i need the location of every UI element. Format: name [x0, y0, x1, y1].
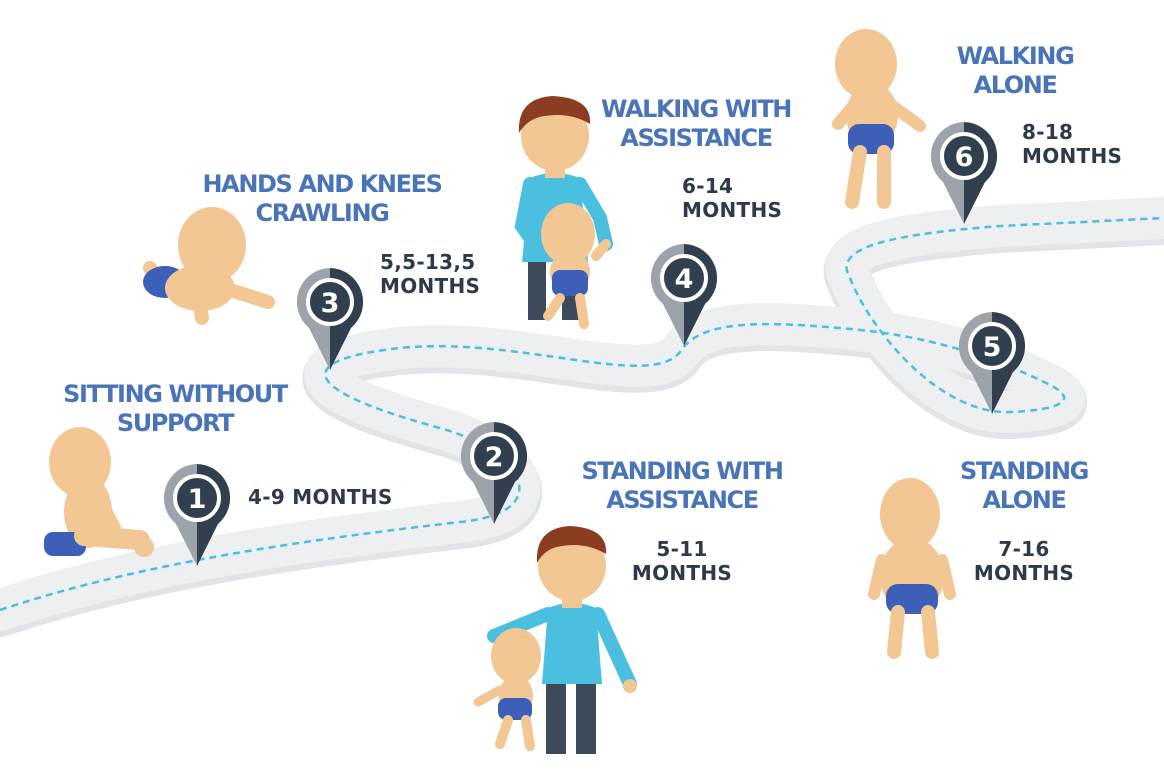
pin-number: 1 — [188, 484, 207, 515]
walking-alone-baby-icon — [832, 29, 926, 209]
milestone-4-title: WALKING WITH ASSISTANCE — [601, 95, 792, 152]
map-pin-icon: 6 — [930, 122, 998, 224]
standing-alone-baby-icon — [868, 478, 956, 659]
crawling-baby-icon — [143, 207, 275, 325]
map-pins: 1 2 3 4 5 6 — [163, 122, 1026, 566]
sitting-baby-icon — [44, 427, 154, 557]
milestone-2-range: 5-11 MONTHS — [631, 537, 733, 585]
map-pin-icon: 2 — [460, 422, 528, 524]
pin-number: 4 — [675, 264, 694, 295]
milestone-5-range: 7-16 MONTHS — [973, 537, 1075, 585]
map-pin-icon: 1 — [163, 464, 231, 566]
milestone-6-range: 8-18 MONTHS — [1022, 120, 1123, 168]
milestone-3-title: HANDS AND KNEES CRAWLING — [202, 170, 442, 227]
milestone-3-range: 5,5-13,5 MONTHS — [380, 250, 481, 298]
milestone-1-range: 4-9 MONTHS — [248, 485, 393, 509]
map-pin-icon: 4 — [650, 244, 718, 346]
map-pin-icon: 5 — [958, 312, 1026, 414]
pin-number: 2 — [485, 442, 504, 473]
milestone-6-title: WALKING ALONE — [956, 42, 1075, 99]
standing-assisted-icon — [473, 526, 637, 754]
milestone-4-range: 6-14 MONTHS — [682, 174, 783, 222]
milestone-5-title: STANDING ALONE — [960, 457, 1089, 514]
walking-assisted-icon — [514, 96, 613, 329]
pin-number: 3 — [321, 288, 340, 319]
milestone-2-title: STANDING WITH ASSISTANCE — [581, 457, 784, 514]
pin-number: 6 — [955, 142, 974, 173]
pin-number: 5 — [983, 332, 1002, 363]
milestone-1-title: SITTING WITHOUT SUPPORT — [63, 380, 288, 437]
map-pin-icon: 3 — [296, 268, 364, 370]
